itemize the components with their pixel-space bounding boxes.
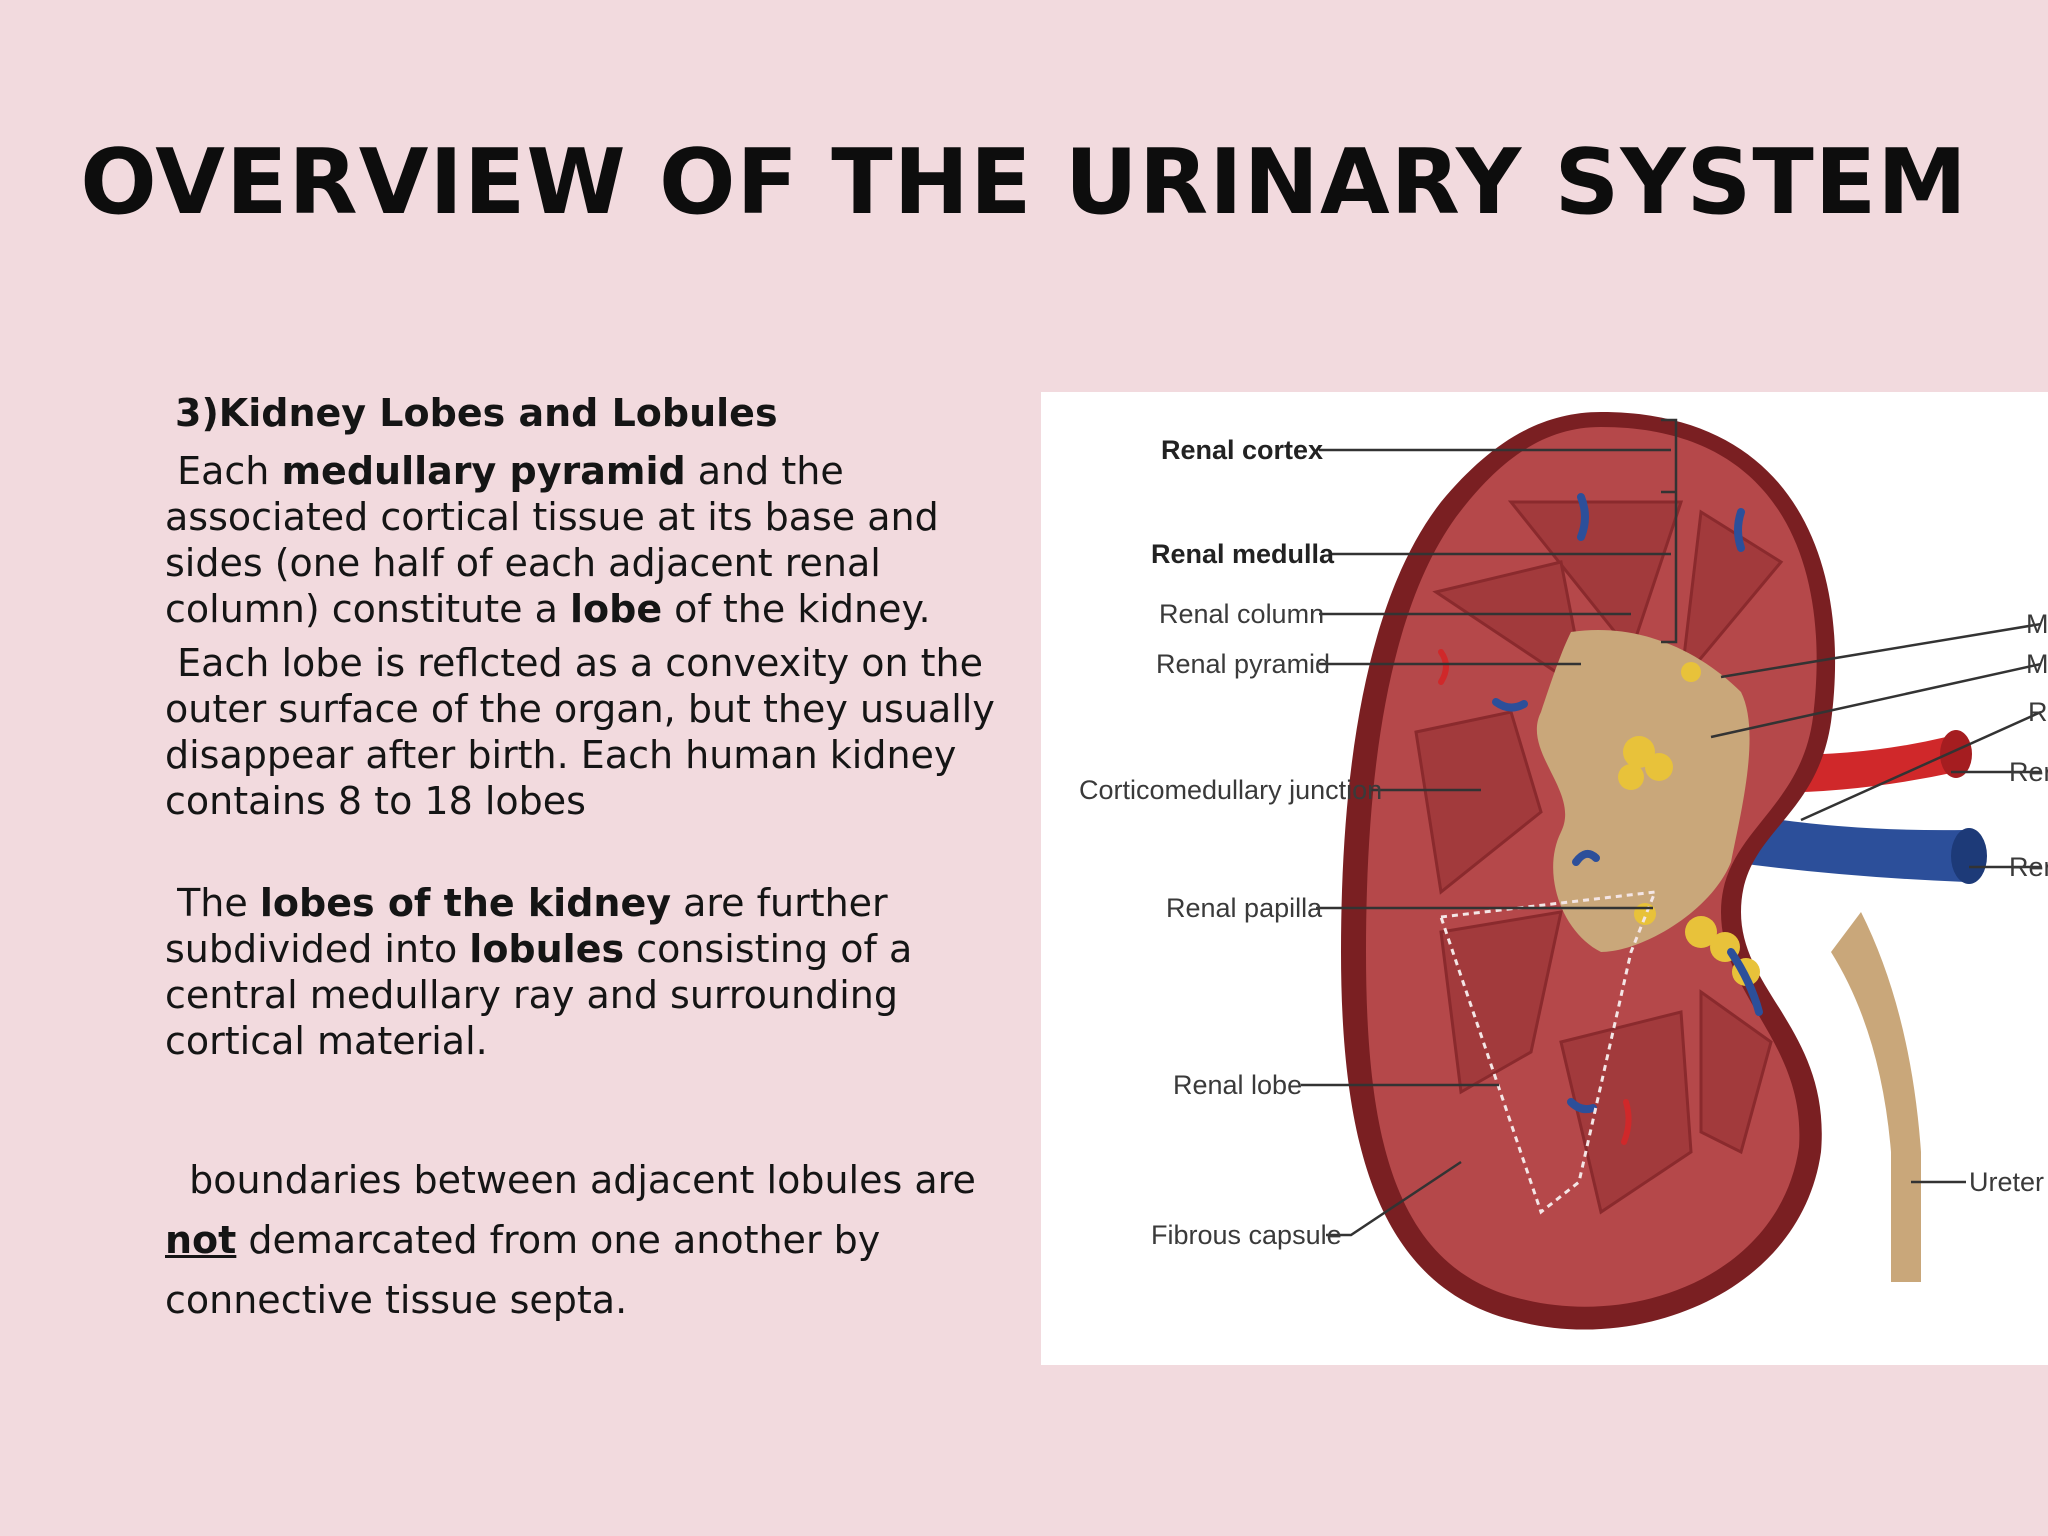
renal-lobe-outline bbox=[1438, 890, 1658, 1215]
slide-title: OVERVIEW OF THE URINARY SYSTEM bbox=[80, 130, 1968, 235]
interlobar-vein bbox=[1734, 508, 1745, 552]
leader-right-3 bbox=[1800, 710, 2042, 822]
section-heading: 3)Kidney Lobes and Lobules bbox=[175, 391, 778, 435]
bold-term-lobules: lobules bbox=[469, 927, 625, 971]
text-run: Each lobe is reflcted as a convexity on … bbox=[165, 641, 995, 823]
kidney-illustration: Renal cortex Renal medulla Renal column … bbox=[1079, 412, 2048, 1330]
label-renal-medulla: Renal medulla bbox=[1151, 539, 1335, 569]
leader-right-1 bbox=[1720, 622, 2042, 679]
leader-right-2 bbox=[1710, 662, 2042, 739]
renal-vein-end bbox=[1951, 828, 1987, 884]
interlobar-artery bbox=[1621, 1099, 1632, 1145]
bold-term-medullary-pyramid: medullary pyramid bbox=[281, 449, 686, 493]
label-right-4: Rer bbox=[2009, 757, 2048, 787]
fat-cluster bbox=[1618, 764, 1644, 790]
cortex-medulla-bracket bbox=[1661, 418, 1678, 644]
renal-artery-end bbox=[1940, 730, 1972, 778]
text-run: Each bbox=[177, 449, 282, 493]
text-run: are further subdivided into bbox=[165, 881, 888, 971]
fat-cluster bbox=[1634, 903, 1656, 925]
label-renal-pyramid: Renal pyramid bbox=[1156, 649, 1330, 679]
ureter-shape bbox=[1831, 912, 1921, 1282]
underlined-term-not: not bbox=[165, 1218, 237, 1262]
text-run: demarcated from one another by connectiv… bbox=[165, 1218, 881, 1322]
renal-pyramid-5 bbox=[1439, 910, 1563, 1095]
fat-cluster bbox=[1685, 916, 1717, 948]
label-right-1: M bbox=[2026, 609, 2048, 639]
arcuate-vein bbox=[1492, 698, 1528, 712]
paragraph-lobules: The lobes of the kidney are further subd… bbox=[165, 880, 1035, 1064]
paragraph-boundaries: boundaries between adjacent lobules are … bbox=[165, 1150, 1035, 1330]
label-renal-papilla: Renal papilla bbox=[1166, 893, 1323, 923]
text-run: The bbox=[177, 881, 260, 925]
text-run: of the kidney. bbox=[662, 587, 931, 631]
renal-vein-shape bbox=[1731, 812, 1966, 882]
interlobar-vein bbox=[1577, 493, 1589, 541]
label-right-3: R bbox=[2028, 697, 2048, 727]
arcuate-vein bbox=[1572, 849, 1600, 866]
text-run: and the associated cortical tissue at it… bbox=[165, 449, 939, 631]
label-ureter: Ureter bbox=[1969, 1167, 2044, 1197]
label-right-5: Rer bbox=[2009, 852, 2048, 882]
arcuate-vein bbox=[1727, 948, 1763, 1016]
fat-cluster bbox=[1681, 662, 1701, 682]
arcuate-vein bbox=[1567, 1098, 1597, 1114]
label-renal-lobe: Renal lobe bbox=[1173, 1070, 1302, 1100]
renal-sinus bbox=[1536, 630, 1750, 952]
kidney-diagram: Renal cortex Renal medulla Renal column … bbox=[1041, 392, 2048, 1365]
renal-pyramid-2 bbox=[1432, 560, 1589, 696]
renal-pyramid-7 bbox=[1699, 989, 1773, 1155]
bold-term-lobe: lobe bbox=[569, 587, 663, 631]
paragraph-lobe-count: Each lobe is reflcted as a convexity on … bbox=[165, 640, 1035, 824]
label-renal-column: Renal column bbox=[1159, 599, 1324, 629]
text-run: boundaries between adjacent lobules are bbox=[189, 1158, 976, 1202]
label-renal-cortex: Renal cortex bbox=[1161, 435, 1323, 465]
renal-pyramid-4 bbox=[1414, 710, 1543, 895]
fat-cluster bbox=[1645, 753, 1673, 781]
label-right-2: M bbox=[2026, 649, 2048, 679]
bold-term-lobes-of-kidney: lobes of the kidney bbox=[259, 881, 671, 925]
interlobar-artery bbox=[1438, 649, 1449, 685]
paragraph-lobe-definition: Each medullary pyramid and the associate… bbox=[165, 448, 1035, 632]
leader-fibrous-capsule bbox=[1326, 1160, 1462, 1237]
text-run: consisting of a central medullary ray an… bbox=[165, 927, 913, 1063]
renal-pyramid-1 bbox=[1507, 500, 1684, 656]
label-fibrous-capsule: Fibrous capsule bbox=[1151, 1220, 1342, 1250]
label-corticomedullary-junction: Corticomedullary junction bbox=[1079, 775, 1382, 805]
